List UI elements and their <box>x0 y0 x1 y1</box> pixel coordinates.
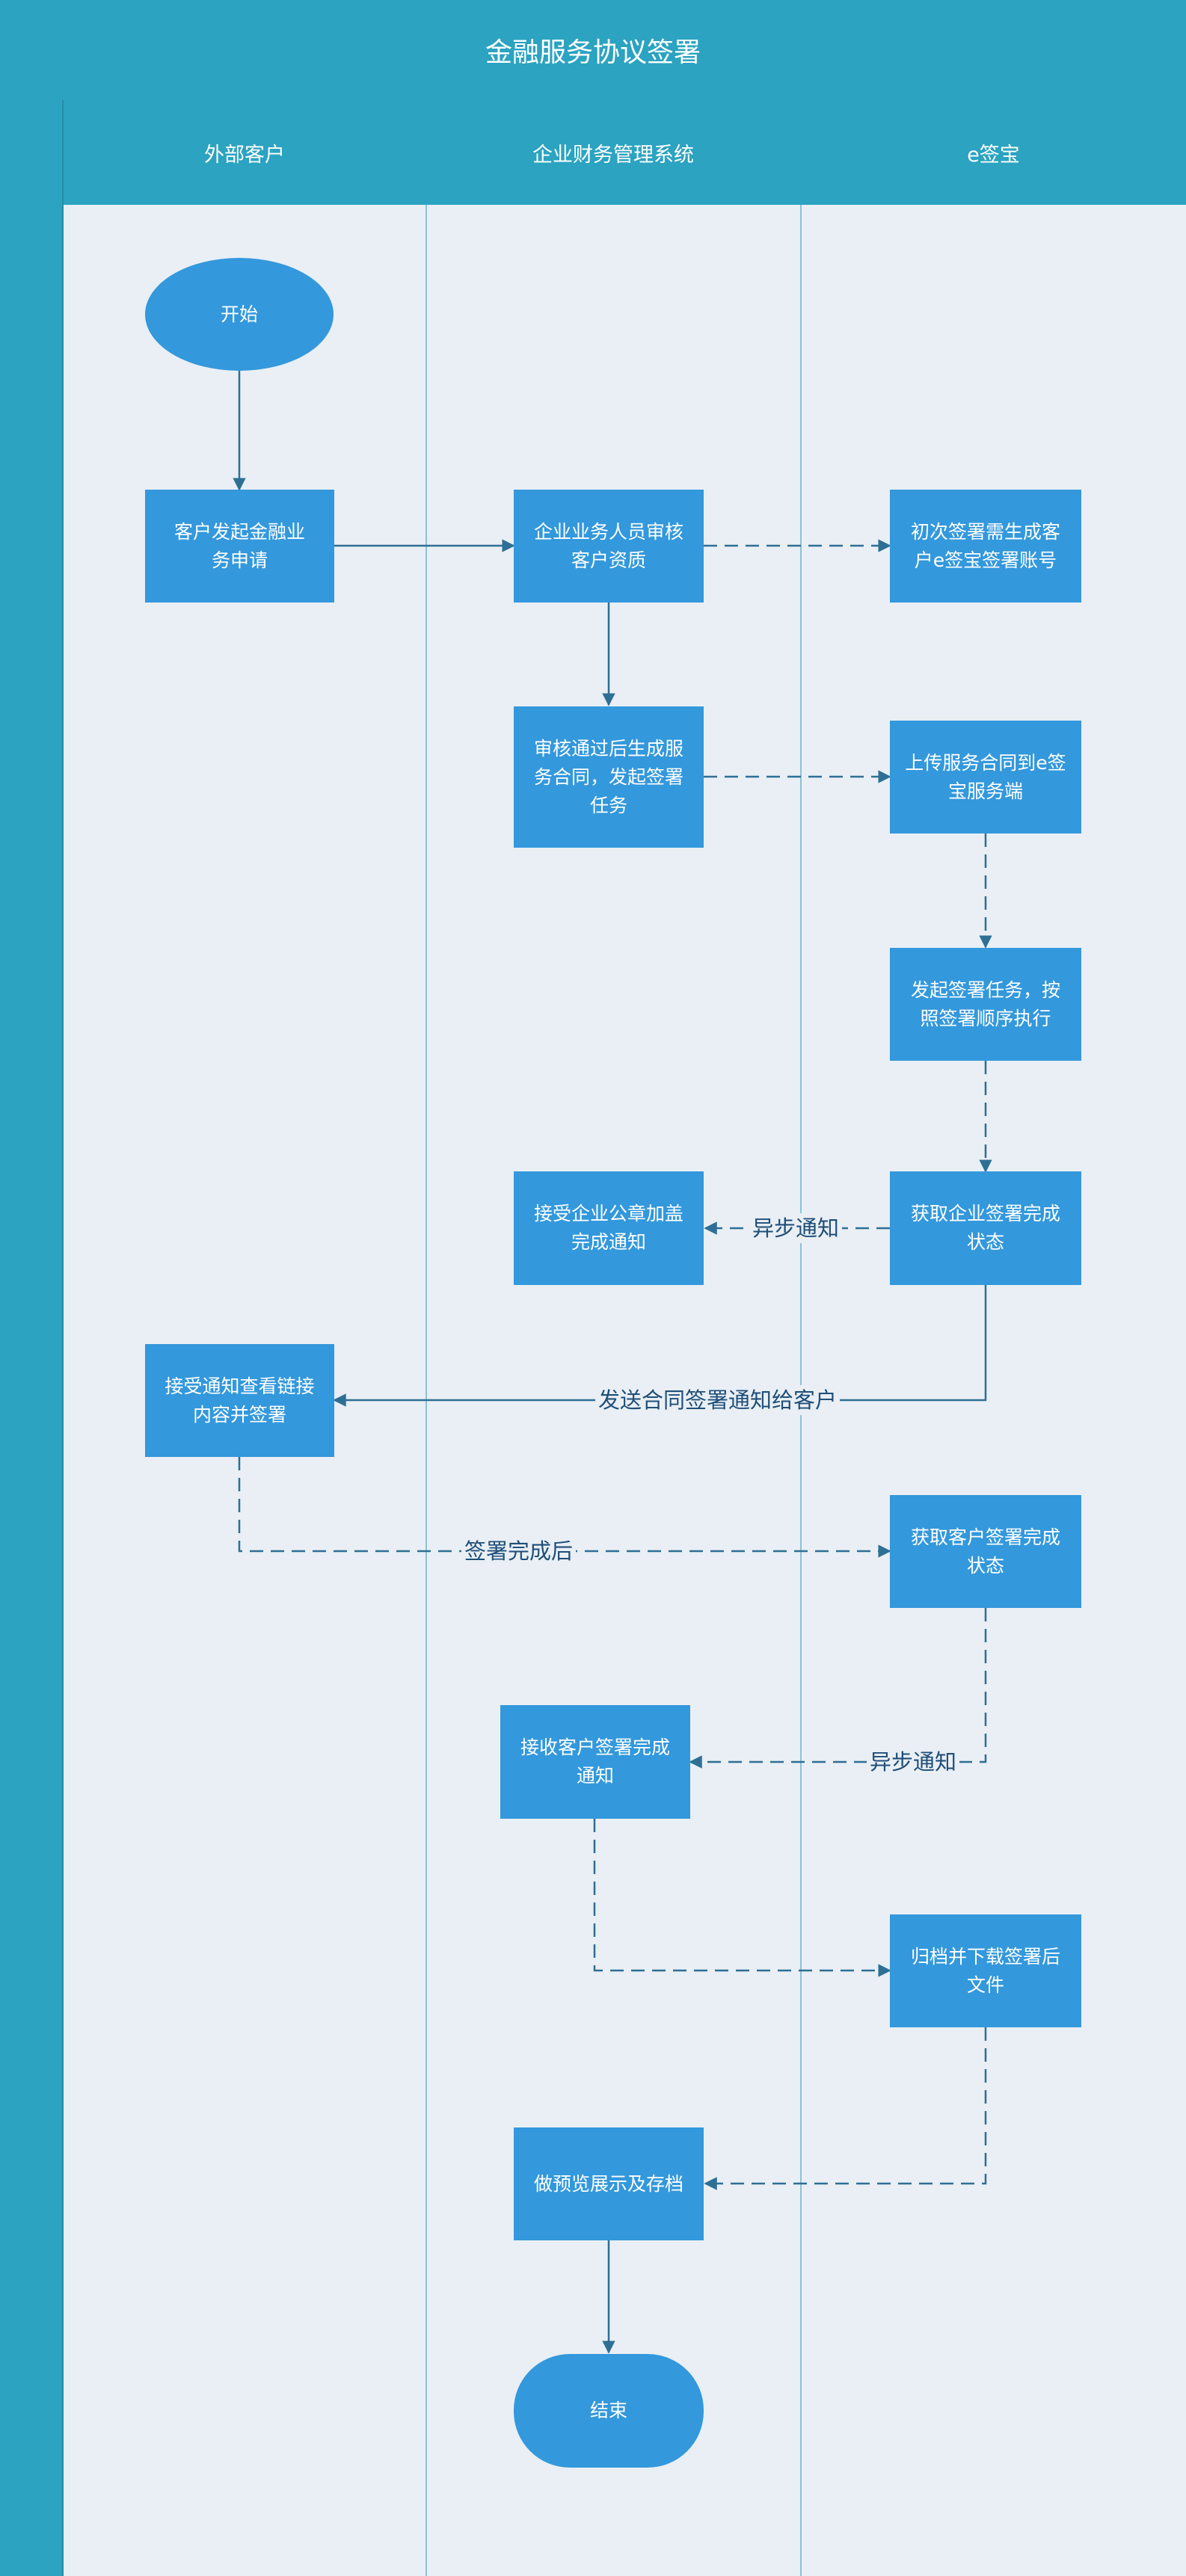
diagram-title: 金融服务协议签署 <box>0 0 1186 102</box>
node-review-qualification: 企业业务人员审核 客户资质 <box>514 490 704 603</box>
node-receive-notice: 接收客户签署完成 通知 <box>500 1705 690 1819</box>
node-customer-status: 获取客户签署完成 状态 <box>890 1495 1081 1608</box>
node-enterprise-status: 获取企业签署完成 状态 <box>890 1171 1081 1285</box>
lane-header-customer: 外部客户 <box>64 100 425 206</box>
lane-divider <box>425 205 427 2576</box>
edge-label-async-notice: 异步通知 <box>749 1213 843 1243</box>
end-node: 结束 <box>514 2354 704 2468</box>
edge-label-async-notice-2: 异步通知 <box>867 1747 960 1777</box>
node-generate-account: 初次签署需生成客 户e签宝签署账号 <box>890 490 1081 603</box>
pool-side-bar <box>0 100 64 2576</box>
node-customer-sign: 接受通知查看链接 内容并签署 <box>145 1344 334 1457</box>
lane-header-esign: e签宝 <box>801 100 1186 206</box>
node-customer-apply: 客户发起金融业 务申请 <box>145 490 334 603</box>
node-preview-archive: 做预览展示及存档 <box>514 2127 704 2240</box>
node-upload-contract: 上传服务合同到e签 宝服务端 <box>890 721 1081 833</box>
node-start-signing: 发起签署任务，按 照签署顺序执行 <box>890 948 1081 1061</box>
node-archive-download: 归档并下载签署后 文件 <box>890 1914 1081 2027</box>
node-seal-notice: 接受企业公章加盖 完成通知 <box>514 1171 704 1285</box>
start-node: 开始 <box>145 258 334 371</box>
edge-label-send-notice: 发送合同签署通知给客户 <box>595 1385 841 1415</box>
node-generate-contract: 审核通过后生成服 务合同，发起签署 任务 <box>514 706 704 848</box>
edge-label-after-sign: 签署完成后 <box>461 1536 577 1566</box>
lane-header-finance-system: 企业财务管理系统 <box>425 100 801 206</box>
